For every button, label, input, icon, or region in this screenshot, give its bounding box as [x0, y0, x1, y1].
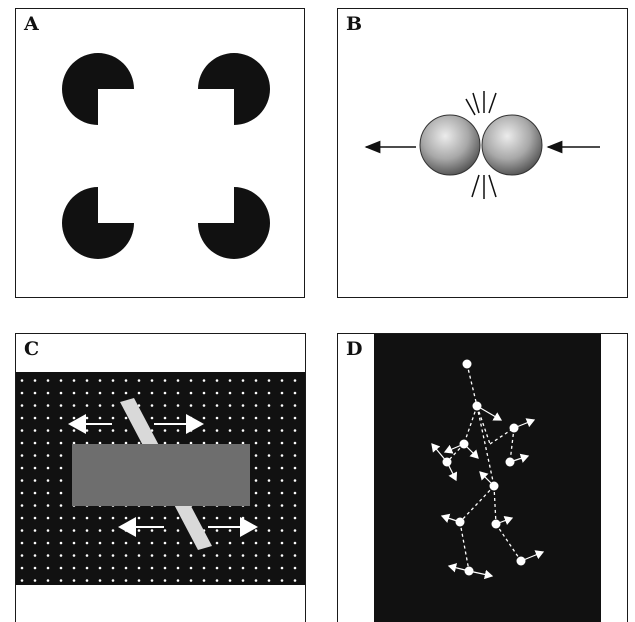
light-elbow-near: [460, 440, 469, 449]
pacman-bottom-left: [62, 187, 134, 259]
light-wrist-near: [443, 458, 452, 467]
pacman-top-right: [198, 53, 270, 125]
light-hip: [490, 482, 499, 491]
light-wrist-far: [506, 458, 515, 467]
panel-b: B: [337, 8, 628, 298]
pacman-top-left: [62, 53, 134, 125]
collision-figure: [338, 9, 628, 298]
panel-a-label: A: [24, 13, 39, 35]
light-ankle-near: [465, 567, 474, 576]
point-light-figure: [338, 334, 628, 622]
light-knee-far: [492, 520, 501, 529]
light-head: [463, 360, 472, 369]
light-knee-near: [456, 518, 465, 527]
panel-d-label: D: [346, 338, 362, 360]
occluder-rectangle: [72, 444, 250, 506]
pacman-bottom-right: [198, 187, 270, 259]
impact-lines-top: [466, 91, 496, 115]
panel-c: C: [15, 333, 306, 622]
light-elbow-far: [510, 424, 519, 433]
occlusion-figure: [16, 334, 306, 622]
light-shoulder: [473, 402, 482, 411]
kanizsa-figure: [16, 9, 305, 298]
light-ankle-far: [517, 557, 526, 566]
impact-lines-bottom: [472, 175, 496, 199]
panel-a: A: [15, 8, 305, 298]
panel-d: D: [337, 333, 628, 622]
panel-b-label: B: [346, 13, 362, 35]
panel-c-label: C: [24, 338, 39, 360]
sphere-left: [420, 115, 480, 175]
dark-field: [374, 334, 601, 622]
sphere-right: [482, 115, 542, 175]
